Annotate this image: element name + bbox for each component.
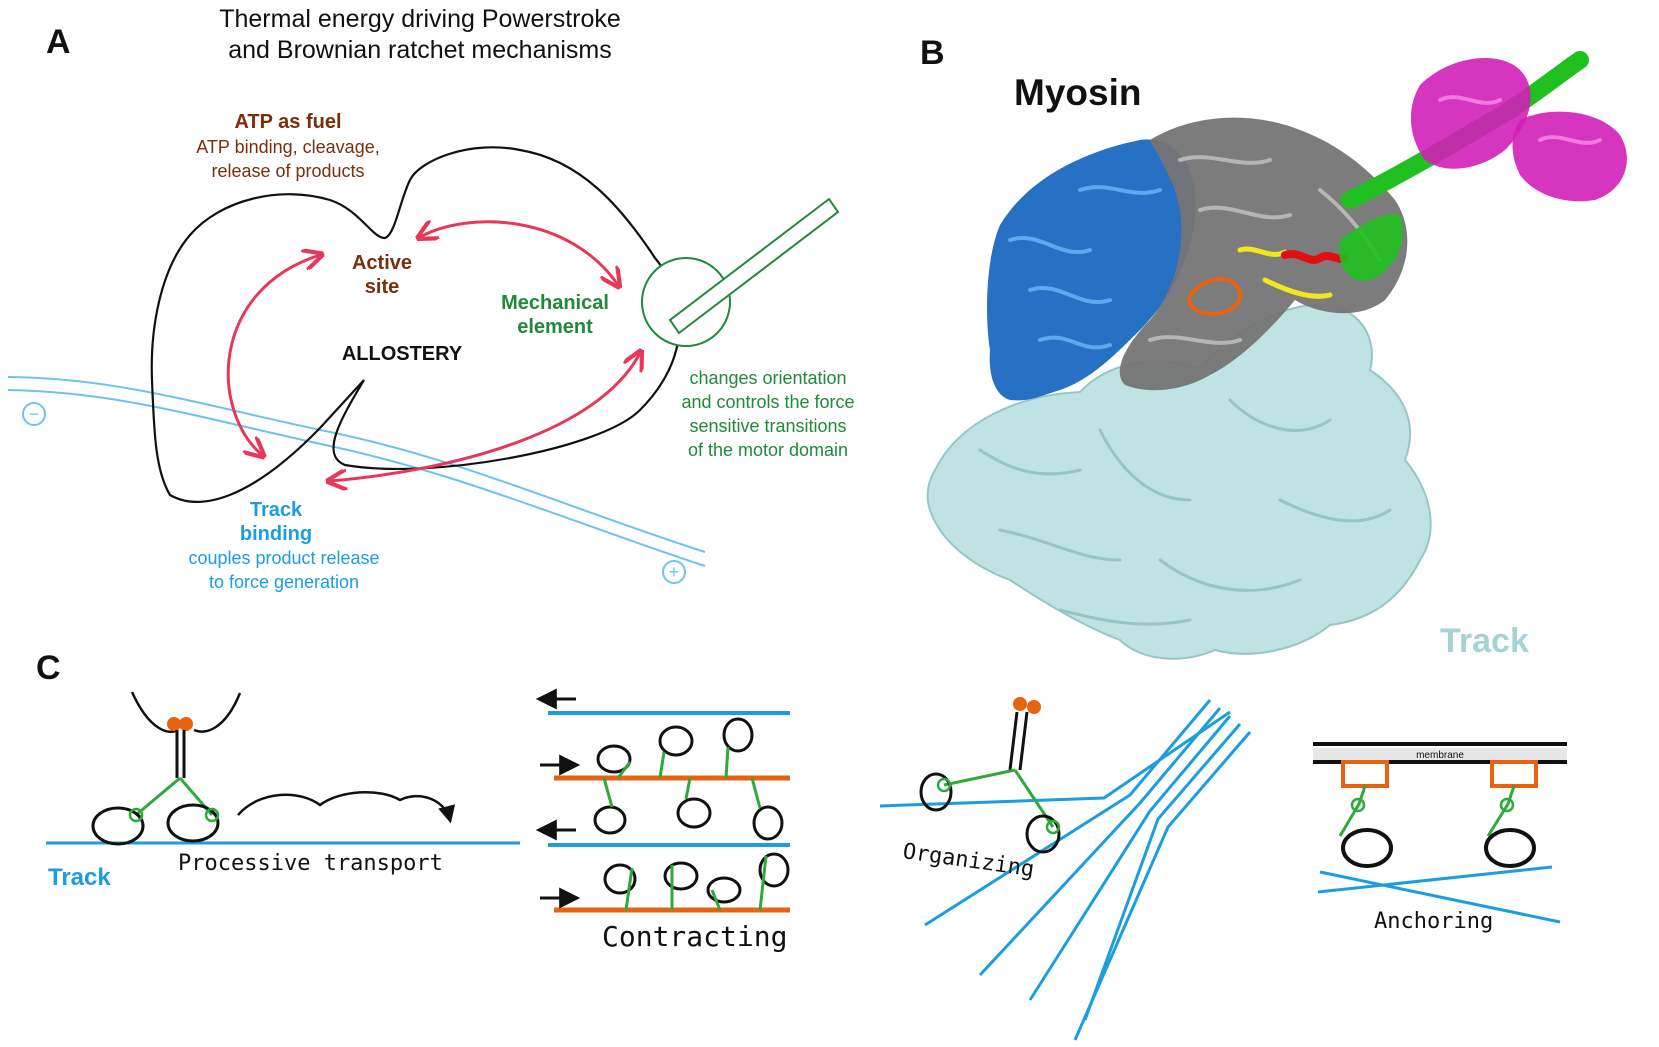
track-label-c: Track [48, 864, 111, 891]
plus-end-icon: + [662, 560, 686, 584]
allostery-arrows [226, 222, 640, 481]
orange-loop [1187, 277, 1243, 316]
mechanical-element-label-line2: element [517, 316, 593, 338]
red-helix [1281, 249, 1349, 264]
allostery-label: ALLOSTERY [342, 343, 463, 365]
anchoring-label: Anchoring [1374, 909, 1493, 934]
svg-text:+: + [669, 562, 680, 582]
track-label-b: Track [1440, 622, 1529, 660]
panel-letter-b: B [920, 34, 945, 72]
mechanical-desc-line1: changes orientation [689, 368, 846, 388]
atp-fuel-title: ATP as fuel [234, 111, 341, 133]
track-binding-desc-line1: couples product release [188, 548, 379, 568]
track-binding-label-line1: Track [250, 499, 303, 521]
track-binding-desc-line2: to force generation [209, 572, 359, 592]
organizing-scene: Organizing [879, 697, 1252, 1041]
svg-text:−: − [29, 404, 40, 424]
panel-b: B Myosin Trac [920, 34, 1627, 660]
processive-transport-scene: Track Processive transport [46, 691, 520, 891]
panel-c: C Track Processive transport [36, 649, 1567, 1041]
yellow-helix [1237, 246, 1333, 299]
panel-letter-c: C [36, 649, 61, 687]
panel-a-title-line1: Thermal energy driving Powerstroke [219, 5, 621, 33]
track-binding-label-line2: binding [240, 523, 312, 545]
active-site-label-line1: Active [352, 252, 412, 274]
mechanical-element-lever [641, 197, 840, 347]
contracting-scene [535, 688, 790, 913]
mechanical-element-label-line1: Mechanical [501, 292, 609, 314]
panel-letter-a: A [46, 23, 71, 61]
track-filament-a [7, 376, 706, 567]
anchoring-scene: membrane Anchoring [1313, 742, 1567, 934]
active-site-label-line2: site [365, 276, 399, 298]
myosin-label: Myosin [1014, 72, 1141, 113]
atp-fuel-line2: release of products [211, 161, 364, 181]
contracting-label: Contracting [602, 920, 787, 953]
panel-a: A Thermal energy driving Powerstroke and… [7, 5, 855, 592]
motor-domain-outline [150, 146, 681, 503]
myosin-upper50-blue [987, 139, 1196, 401]
mechanical-desc-line4: of the motor domain [688, 440, 848, 460]
mechanical-desc-line2: and controls the force [681, 392, 854, 412]
mechanical-desc-line3: sensitive transitions [689, 416, 846, 436]
minus-end-icon: − [22, 402, 46, 426]
membrane-label: membrane [1416, 750, 1464, 761]
atp-fuel-line1: ATP binding, cleavage, [196, 137, 379, 157]
organizing-label: Organizing [901, 839, 1036, 882]
panel-a-title-line2: and Brownian ratchet mechanisms [228, 36, 612, 64]
processive-transport-label: Processive transport [178, 851, 443, 876]
light-chains-magenta [1410, 58, 1627, 202]
